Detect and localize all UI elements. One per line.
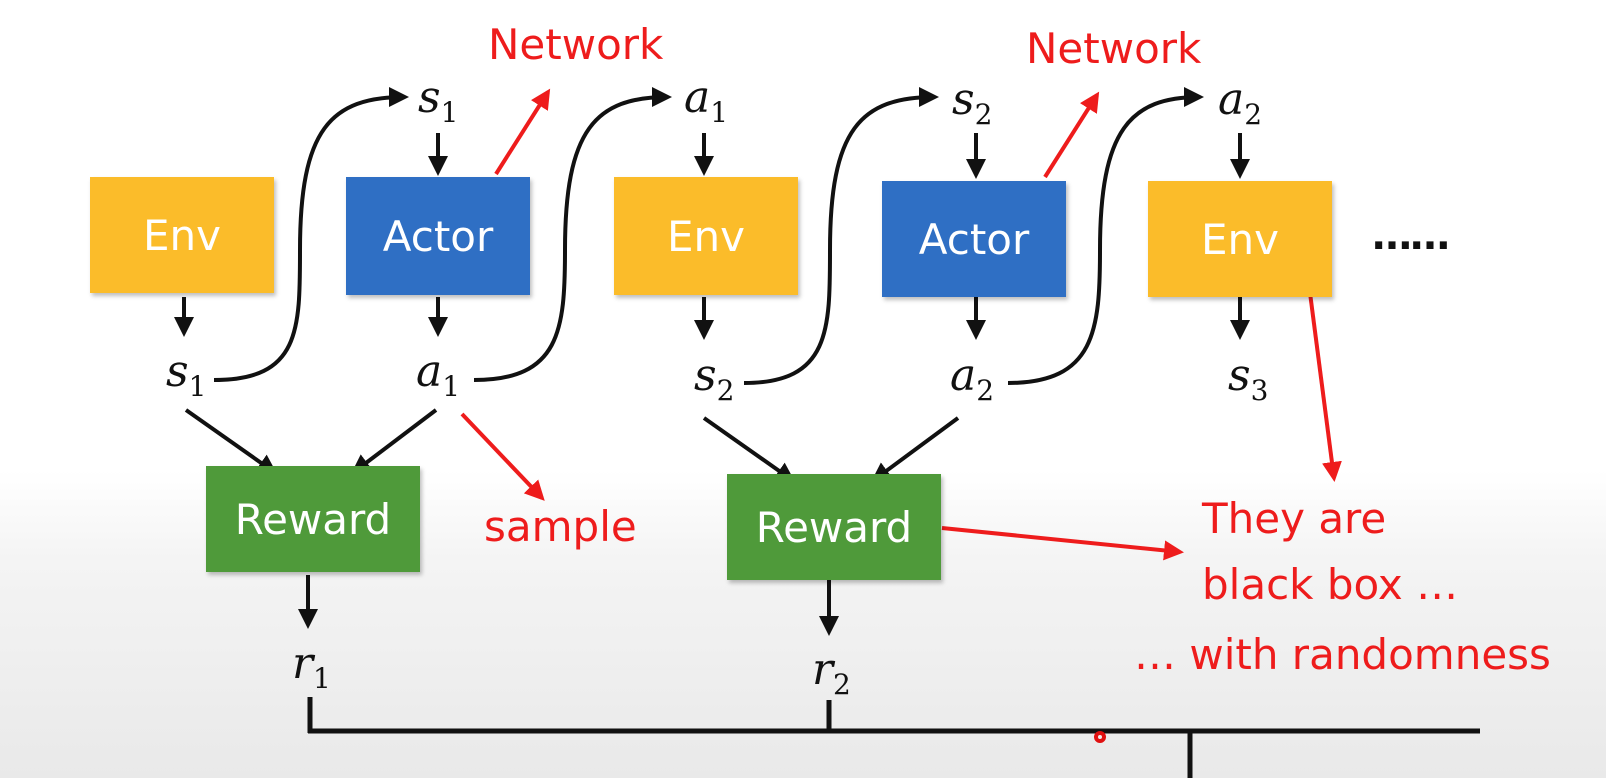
var-r2: r2	[812, 644, 851, 701]
annotation-network-2: Network	[1026, 24, 1202, 73]
annotation-sample: sample	[484, 502, 637, 551]
annotation-black-box-line1: They are	[1202, 494, 1387, 543]
var-r1: r1	[292, 638, 331, 695]
pointer-dot-icon	[1094, 731, 1106, 743]
arrow-s2-to-reward2	[702, 416, 796, 483]
curve-a1-to-a1top	[473, 87, 672, 382]
arrow-s1-to-reward1	[184, 408, 278, 475]
arrow-env3-blackbox	[1304, 261, 1342, 482]
var-s2-top: s2	[952, 74, 993, 131]
curve-a2-to-a2top	[1007, 87, 1204, 385]
ellipsis: ……	[1372, 213, 1450, 259]
var-s3: s3	[1228, 350, 1269, 407]
arrow-a1-to-reward1	[350, 408, 438, 475]
annotation-black-box-line2: black box …	[1202, 560, 1459, 609]
reward-box-1: Reward	[206, 466, 420, 572]
actor-box-1: Actor	[346, 177, 530, 295]
var-a2: a2	[950, 350, 995, 407]
env-box-3: Env	[1148, 181, 1332, 297]
arrow-actor2-network	[1043, 91, 1100, 179]
var-s1-top: s1	[418, 72, 459, 129]
reward-box-2: Reward	[727, 474, 941, 580]
arrow-reward2-blackbox	[941, 526, 1184, 561]
actor-box-2: Actor	[882, 181, 1066, 297]
arrow-a1-sample	[460, 412, 545, 501]
var-a2-top: a2	[1218, 74, 1263, 131]
var-s2: s2	[694, 350, 735, 407]
annotation-black-box-line3: … with randomness	[1134, 630, 1551, 679]
annotation-network-1: Network	[488, 20, 664, 69]
arrow-actor1-network	[494, 88, 551, 176]
var-a1: a1	[416, 346, 461, 403]
curve-s2-to-s2top	[743, 87, 939, 385]
var-a1-top: a1	[684, 72, 729, 129]
curve-s1-to-s1top	[213, 87, 409, 382]
env-box-2: Env	[614, 177, 798, 295]
env-box-1: Env	[90, 177, 274, 293]
arrow-a2-to-reward2	[870, 416, 960, 483]
var-s1: s1	[166, 346, 207, 403]
